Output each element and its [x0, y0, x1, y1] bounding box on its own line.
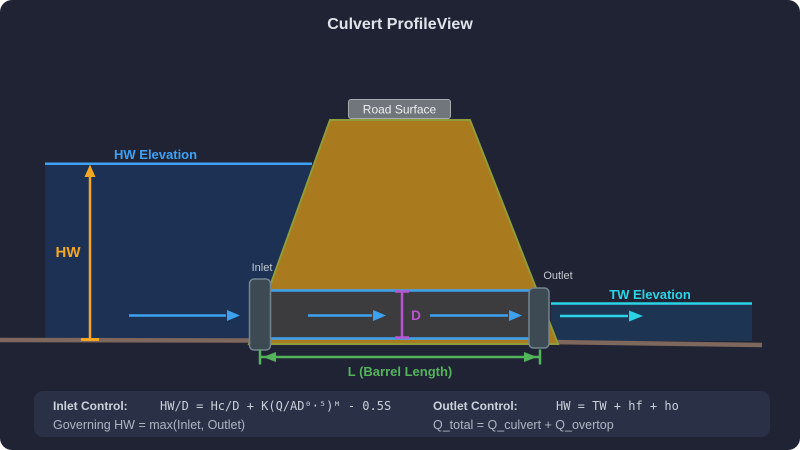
barrel-flow-arrow-2: [430, 310, 522, 321]
outlet-headwall: [528, 287, 550, 349]
hw-dimension: [81, 164, 99, 341]
inlet-control-formula: HW/D = Hc/D + K(Q/AD⁰·⁵)ᴹ - 0.5S: [160, 399, 391, 413]
inlet-headwall: [248, 278, 272, 351]
d-dimension: [395, 290, 409, 339]
road-surface-box: [348, 99, 451, 119]
barrel-flow-arrow-1: [308, 310, 386, 321]
inlet-control-label: Inlet Control:: [53, 399, 128, 413]
inlet-label: Inlet: [252, 262, 273, 274]
headwater-flow-arrow: [129, 310, 240, 321]
outlet-control-label: Outlet Control:: [433, 399, 518, 413]
road-surface-label: Road Surface: [363, 103, 437, 117]
l-dimension: [258, 349, 542, 365]
l-dimension-label: L (Barrel Length): [348, 364, 453, 379]
tailwater-pool: [551, 304, 752, 341]
formula-panel: [34, 391, 770, 437]
tw-elevation-label: TW Elevation: [609, 287, 691, 302]
d-dimension-label: D: [411, 308, 421, 323]
outlet-control-formula: HW = TW + hf + ho: [556, 399, 679, 413]
governing-hw-text: Governing HW = max(Inlet, Outlet): [53, 418, 245, 432]
page-title: Culvert ProfileView: [327, 16, 473, 33]
hw-elevation-label: HW Elevation: [114, 147, 197, 162]
tailwater-flow-arrow: [560, 310, 643, 322]
embankment-shape: [247, 119, 560, 345]
outlet-label: Outlet: [543, 270, 572, 282]
q-total-text: Q_total = Q_culvert + Q_overtop: [433, 418, 614, 432]
hw-dimension-label: HW: [56, 244, 82, 261]
